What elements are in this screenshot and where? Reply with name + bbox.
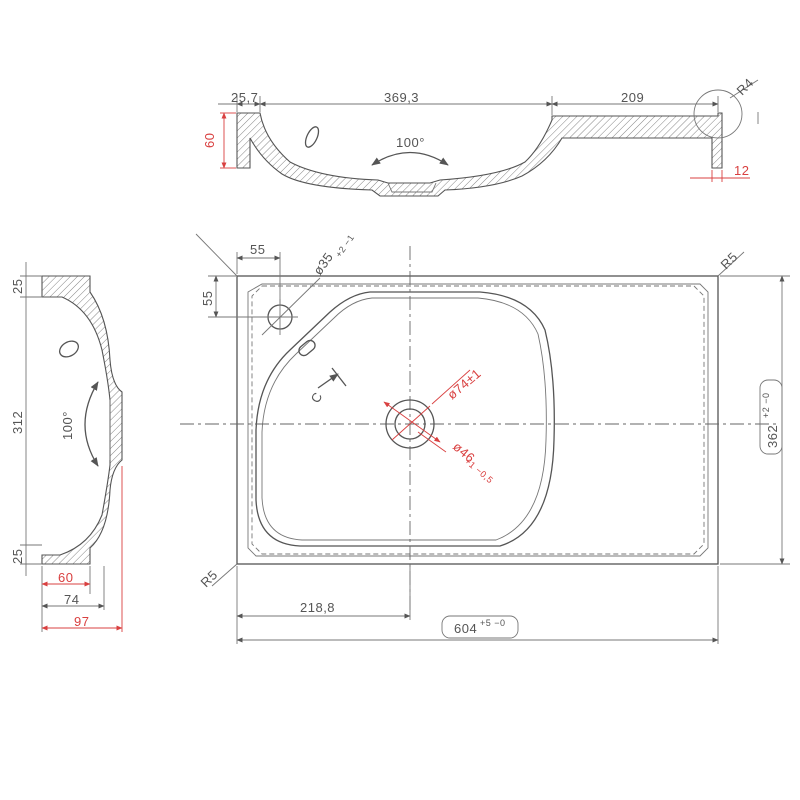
side-dim-depth-total: 97 xyxy=(74,614,89,629)
side-dim-depth-inner: 60 xyxy=(58,570,73,585)
top-angle-arc xyxy=(371,151,449,166)
top-section-drain xyxy=(387,182,437,193)
basin-bowl-inner xyxy=(261,297,547,541)
top-dim-height: 60 xyxy=(202,133,217,148)
overflow-slot xyxy=(298,339,316,357)
tap-dim-y: 55 xyxy=(200,291,215,306)
depth-dim-box xyxy=(759,379,783,455)
side-section-view: 25 312 25 100° 60 74 97 xyxy=(10,262,123,632)
tap-dim-x: 55 xyxy=(250,242,265,257)
radius-bottom-left: R5 xyxy=(198,567,221,590)
side-dim-top: 25 xyxy=(10,279,25,294)
top-dim-edge: 12 xyxy=(734,163,749,178)
plan-depth: 362 xyxy=(765,425,780,448)
top-section-profile xyxy=(236,112,723,197)
plan-drain-x-dim: 218,8 xyxy=(300,600,335,615)
plan-depth-tol: +2 −0 xyxy=(761,392,771,418)
drain-inner-tol: +1 −0,5 xyxy=(463,456,495,486)
plan-width-tol: +5 −0 xyxy=(480,618,506,628)
side-dim-depth: 74 xyxy=(64,592,79,607)
side-section-overflow-hole xyxy=(59,340,79,358)
tap-hole-tol: +2 −1 xyxy=(333,232,356,259)
side-section-profile xyxy=(41,275,123,565)
plan-shelf-edge xyxy=(247,283,709,557)
plan-outer-edge xyxy=(236,275,719,565)
detail-circle-r4 xyxy=(693,89,743,139)
plan-inner-edge xyxy=(251,285,705,555)
basin-bowl-outer xyxy=(255,291,555,547)
section-mark: C xyxy=(308,389,326,405)
top-angle: 100° xyxy=(396,135,425,150)
section-mark-arrow xyxy=(317,373,339,389)
top-section-overflow-hole xyxy=(304,126,320,148)
plan-width: 604 xyxy=(454,621,477,636)
side-dim-bottom: 25 xyxy=(10,549,25,564)
side-angle-arc xyxy=(84,381,99,467)
top-dim-basin: 369,3 xyxy=(384,90,419,105)
top-dim-shelf: 209 xyxy=(621,90,644,105)
plan-view: ø74±1 ø46 +1 −0,5 C 55 55 ø35 +2 −1 R5 R… xyxy=(180,232,790,644)
top-radius: R4 xyxy=(734,75,757,98)
top-section-view: 25,7 369,3 209 60 100° R4 12 xyxy=(202,75,759,197)
top-dim-wall: 25,7 xyxy=(231,90,258,105)
side-angle: 100° xyxy=(60,411,75,440)
drain-outer-dim: ø74±1 xyxy=(444,366,484,403)
side-dim-middle: 312 xyxy=(10,411,25,434)
radius-top-right: R5 xyxy=(718,249,741,272)
width-dim-box xyxy=(441,615,519,639)
